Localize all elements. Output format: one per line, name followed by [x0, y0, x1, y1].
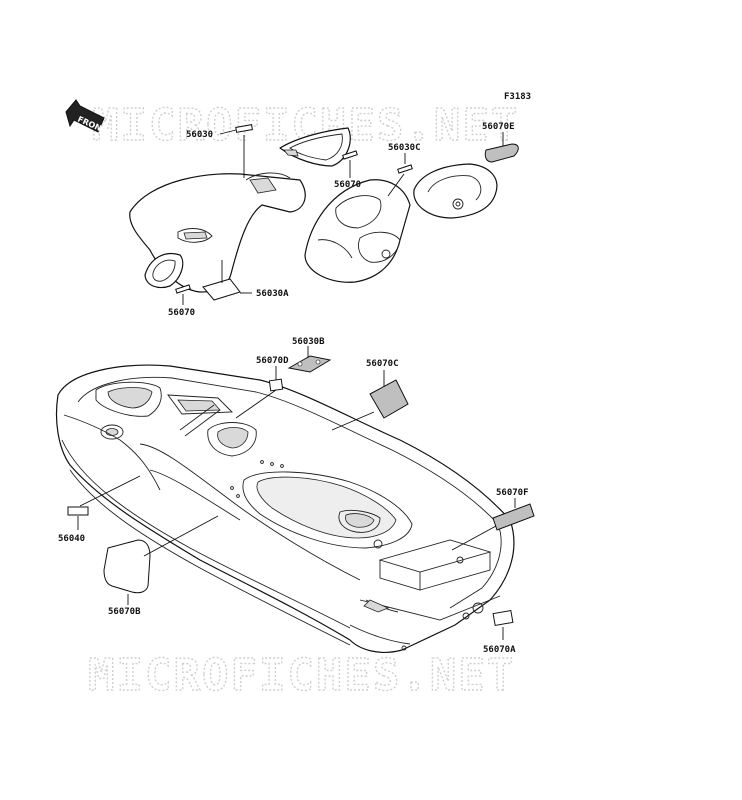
decal-56030C-part	[397, 164, 413, 174]
callout-56070-left: 56070	[168, 308, 195, 318]
decal-56070E-part	[484, 143, 519, 163]
callout-56070E: 56070E	[482, 122, 515, 132]
decal-56040-part	[67, 506, 89, 516]
leader-56040	[79, 475, 141, 507]
decal-56030B-part	[287, 355, 332, 373]
decal-56070-left-part	[175, 284, 191, 294]
decal-56070D-part	[268, 378, 284, 392]
decal-56030-part	[235, 124, 253, 133]
callout-56070F: 56070F	[496, 488, 529, 498]
callout-56070B: 56070B	[108, 607, 141, 617]
mirror-left-part	[144, 253, 184, 289]
callout-56070C: 56070C	[366, 359, 399, 369]
callout-56070-top: 56070	[334, 180, 361, 190]
leader-56070C-down	[331, 411, 375, 431]
leader-56030C-down	[387, 173, 405, 197]
decal-56070-top-part	[342, 150, 358, 160]
watermark-bottom: MICROFICHES.NET	[88, 650, 515, 701]
hull-part	[55, 364, 515, 653]
leader-56030	[219, 129, 237, 135]
callout-56030: 56030	[186, 130, 213, 140]
decal-56070A-part	[492, 609, 514, 627]
leader-56070F-down	[451, 525, 497, 551]
callout-56030A: 56030A	[256, 289, 289, 299]
visor-part	[279, 127, 351, 167]
callout-56070D: 56070D	[256, 356, 289, 366]
callout-56070A: 56070A	[483, 645, 516, 655]
leader-56070B	[143, 515, 219, 557]
callout-56030B: 56030B	[292, 337, 325, 347]
figure-code: F3183	[504, 92, 531, 102]
decal-56070B-part	[103, 539, 151, 594]
dash-console-part	[304, 179, 411, 283]
glove-box-lid-part	[413, 163, 498, 219]
leader-56070D-down	[235, 389, 277, 419]
callout-56030C: 56030C	[388, 143, 421, 153]
decal-56030A-part	[202, 278, 241, 301]
callout-56040: 56040	[58, 534, 85, 544]
decal-56070C-part	[369, 379, 409, 419]
